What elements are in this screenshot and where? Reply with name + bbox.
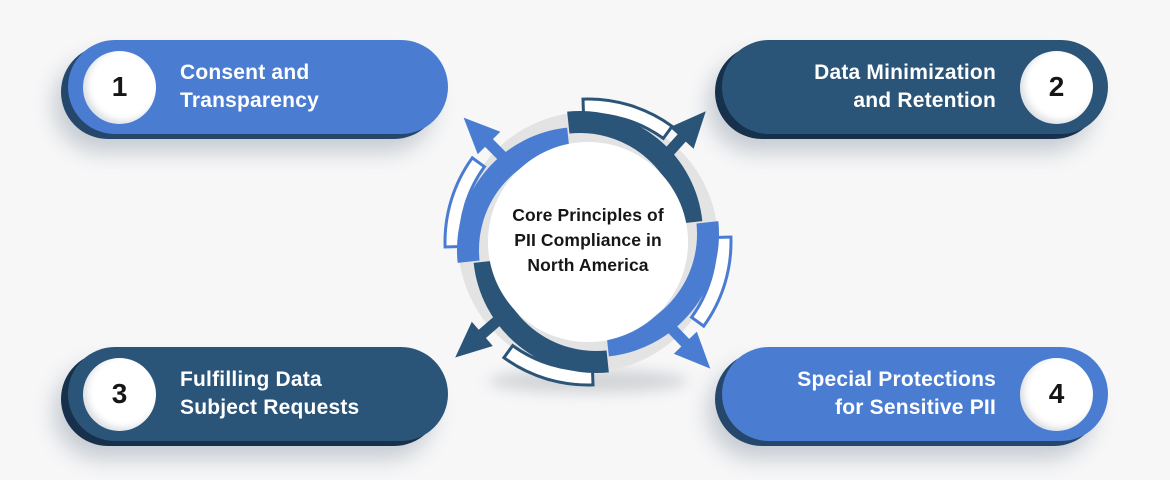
step-label: Data Minimization and Retention [814,59,996,115]
center-title-line: North America [527,254,649,275]
step-label: Special Protections for Sensitive PII [797,366,996,422]
step-number-badge: 2 [1020,50,1093,124]
arrow-nw-icon [463,117,513,167]
step-label-line: Transparency [180,89,319,112]
step-label-line: Data Minimization [814,61,996,85]
step-label: Fulfilling Data Subject Requests [180,366,359,422]
center-hub [488,142,688,342]
step-pill-4: 4 Special Protections for Sensitive PII [722,347,1108,441]
segment-arc-nw [457,127,570,263]
segment-arc-se [606,221,719,357]
step-label-line: for Sensitive PII [835,396,996,419]
step-label: Consent and Transparency [180,59,319,115]
step-pill-3: 3 Fulfilling Data Subject Requests [68,347,448,441]
segment-arc-ne [567,111,703,224]
step-label-line: and Retention [853,89,996,112]
center-title-line: Core Principles of [512,205,664,225]
step-label-line: Fulfilling Data [180,368,322,392]
segment-arc-sw [473,260,609,373]
step-number-badge: 4 [1020,357,1093,431]
center-title: Core Principles of PII Compliance in Nor… [478,203,698,278]
step-number-badge: 3 [83,357,156,431]
arrow-ne-icon [658,111,706,163]
step-label-line: Subject Requests [180,396,360,419]
step-pill-2: 2 Data Minimization and Retention [722,40,1108,134]
step-number-badge: 1 [83,50,156,124]
arrow-se-icon [661,318,711,369]
step-label-line: Special Protections [797,368,996,392]
step-pill-1: 1 Consent and Transparency [68,40,448,134]
step-label-line: Consent and [180,61,310,85]
arrow-sw-icon [455,311,508,358]
center-title-line: PII Compliance in [514,229,662,250]
